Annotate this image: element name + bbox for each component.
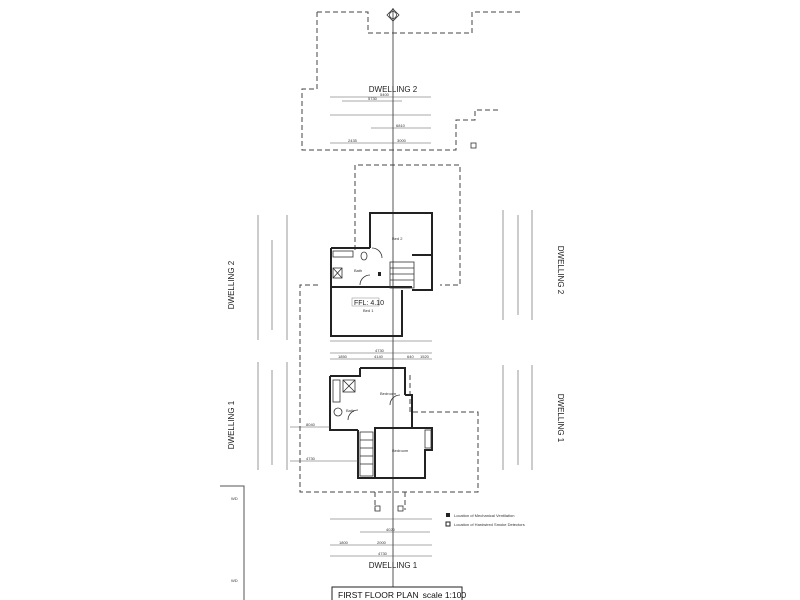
dimension-lines-bottom: 4020 1800 2000 4730	[330, 518, 432, 557]
dimension-lines-top: 5400 5730 6810 2435 3000	[330, 92, 431, 144]
dwelling2-first-floor	[330, 212, 433, 337]
svg-text:2435: 2435	[348, 138, 358, 143]
svg-text:4020: 4020	[386, 527, 396, 532]
svg-text:1800: 1800	[339, 540, 349, 545]
dwelling2-top-label: DWELLING 2	[369, 85, 418, 94]
svg-text:6810: 6810	[396, 123, 406, 128]
dwelling2-site-outline	[354, 164, 461, 286]
dwelling2-right-label: DWELLING 2	[556, 246, 565, 295]
dwelling1-first-floor	[329, 367, 433, 479]
svg-text:640: 640	[407, 354, 414, 359]
dwelling2-boundary-lower	[301, 12, 500, 151]
svg-text:4730: 4730	[306, 456, 316, 461]
svg-text:8040: 8040	[306, 422, 316, 427]
svg-text:4730: 4730	[375, 348, 385, 353]
meter-box	[470, 142, 477, 149]
svg-text:Location of Hardwired Smoke De: Location of Hardwired Smoke Detectors	[454, 522, 525, 527]
svg-text:5730: 5730	[368, 96, 378, 101]
room-label-bed2: Bed 2	[392, 236, 403, 241]
dwelling1-left-label: DWELLING 1	[227, 400, 236, 449]
ffl-label: FFL: 4.10	[354, 300, 384, 307]
svg-text:5400: 5400	[380, 92, 390, 97]
side-dimension-lines	[257, 210, 533, 470]
dimension-lines-dwelling1: 4730 1850 4140 640 1520 8040 4730	[290, 340, 432, 462]
ventilation-icon	[446, 513, 450, 517]
dwelling2-left-label: DWELLING 2	[227, 260, 236, 309]
svg-text:3000: 3000	[397, 138, 407, 143]
room-label-bed1: Bed 1	[363, 308, 374, 313]
dwelling1-site-outline	[299, 362, 479, 493]
legend: Location of Mechanical Ventilation Locat…	[445, 513, 525, 527]
vent-marker-icon	[378, 272, 381, 276]
svg-text:2000: 2000	[377, 540, 387, 545]
svg-text:1850: 1850	[338, 354, 348, 359]
margin-mark: WD	[231, 496, 238, 501]
dwelling1-right-label: DWELLING 1	[556, 394, 565, 443]
dwelling2-site-outline-left	[299, 284, 318, 362]
title-block	[331, 586, 463, 600]
room-label-bedroom-upper: Bedroom	[380, 391, 397, 396]
dwelling2-boundary	[317, 11, 520, 34]
room-label-bath: Bath	[354, 268, 362, 273]
dwelling1-bottom-label: DWELLING 1	[369, 561, 418, 570]
smoke-detector-icon	[445, 521, 451, 527]
svg-text:Location of Mechanical Ventila: Location of Mechanical Ventilation	[454, 513, 514, 518]
room-label-bath-d1: Bath	[346, 408, 354, 413]
svg-text:1520: 1520	[420, 354, 430, 359]
svg-text:4730: 4730	[378, 551, 388, 556]
margin-mark: WD	[231, 578, 238, 583]
svg-text:4140: 4140	[374, 354, 384, 359]
sheet-margin-line	[220, 485, 245, 600]
room-label-bedroom-lower: Bedroom	[392, 448, 409, 453]
north-compass-icon	[386, 8, 400, 22]
